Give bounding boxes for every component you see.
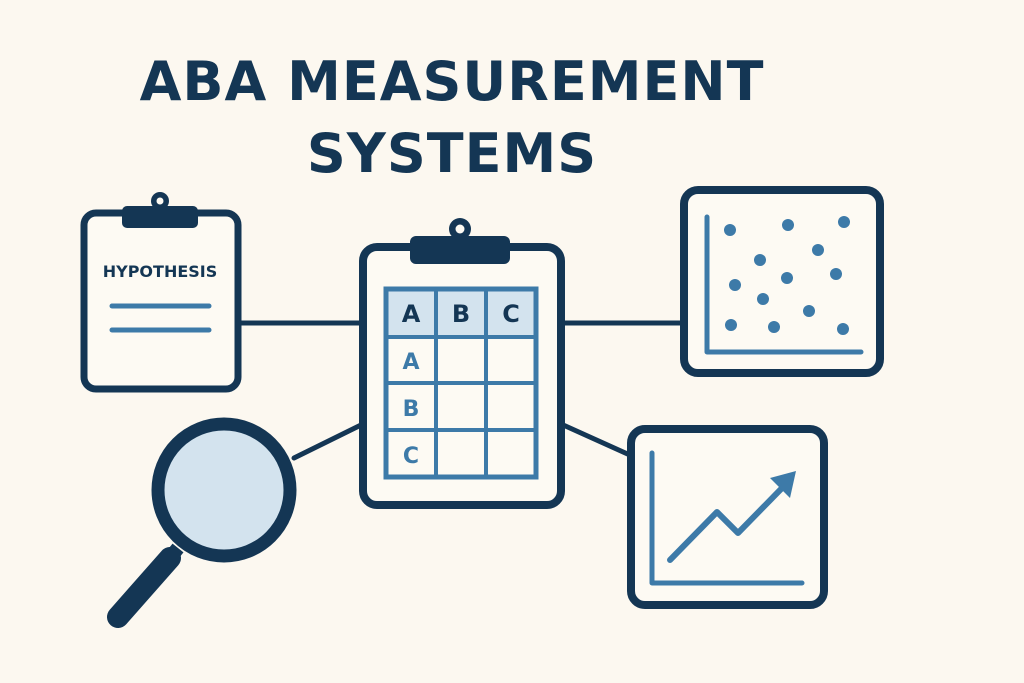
row-label-b: B [403,397,420,422]
scatter-plot-card [680,186,884,377]
clipboard-icon [80,209,242,393]
hypothesis-clipboard: HYPOTHESIS [80,192,242,393]
clipboard-icon [359,243,565,509]
abc-data-table: A B C A B C [383,286,539,480]
hypothesis-label: HYPOTHESIS [103,262,218,281]
title-line-2: SYSTEMS [307,122,597,185]
column-header-b: B [452,300,470,328]
row-label-a: A [402,350,419,375]
trending-up-chart-icon [649,450,805,586]
data-sheet-clipboard: A B C A B C [359,218,565,509]
line-chart-card [627,425,828,609]
connector-lines [235,320,688,461]
column-header-a: A [402,300,421,328]
scatter-plot-icon [704,214,864,355]
row-label-c: C [403,444,419,469]
title-line-1: ABA MEASUREMENT [140,50,765,113]
column-header-c: C [502,300,520,328]
magnifying-glass-icon [107,417,297,628]
